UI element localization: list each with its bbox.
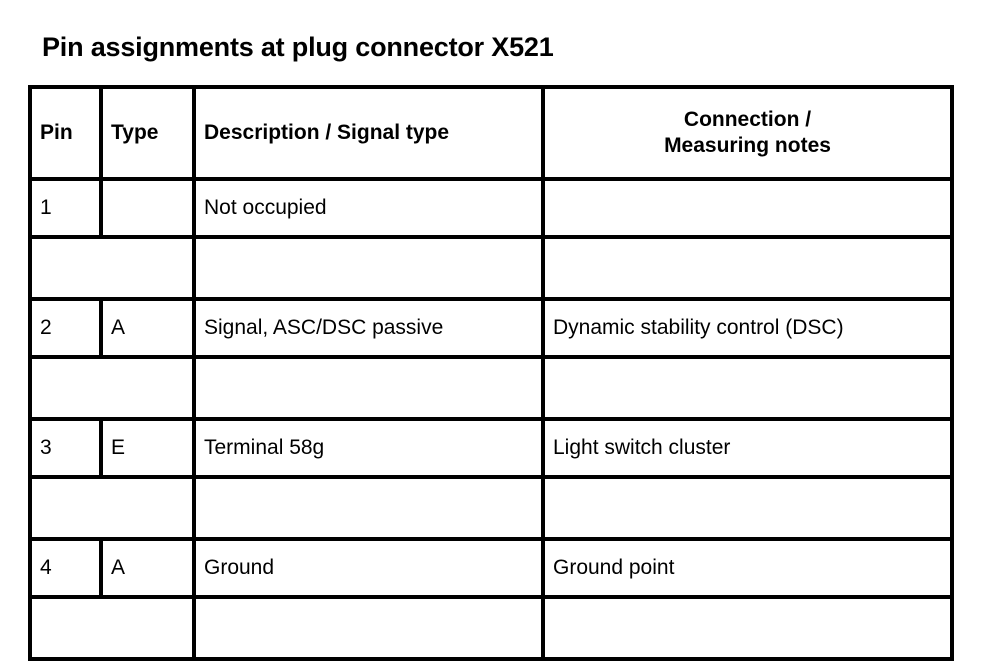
cell-description-value: Signal, ASC/DSC passive bbox=[204, 316, 444, 339]
cell-spacer-connection bbox=[541, 355, 954, 421]
cell-description-value: Ground bbox=[204, 556, 275, 579]
cell-connection-value: Dynamic stability control (DSC) bbox=[553, 316, 844, 339]
cell-spacer-connection bbox=[541, 475, 954, 541]
table-body: Pin Type Description / Signal type Conne… bbox=[28, 85, 954, 661]
cell-connection-value: Ground point bbox=[553, 556, 675, 579]
column-header-connection: Connection / Measuring notes bbox=[541, 85, 954, 181]
cell-spacer-connection bbox=[541, 595, 954, 661]
table-spacer-row bbox=[28, 355, 954, 421]
cell-type: A bbox=[99, 297, 196, 359]
cell-spacer-pin-type bbox=[28, 475, 196, 541]
cell-type: E bbox=[99, 417, 196, 479]
table-row: 1 Not occupied bbox=[28, 177, 954, 239]
column-header-pin-label: Pin bbox=[40, 121, 73, 144]
cell-pin-value: 4 bbox=[40, 556, 52, 579]
cell-spacer-description bbox=[192, 355, 545, 421]
cell-type-value: A bbox=[111, 316, 126, 339]
cell-spacer-description bbox=[192, 475, 545, 541]
table-spacer-row bbox=[28, 475, 954, 541]
column-header-description: Description / Signal type bbox=[192, 85, 545, 181]
cell-type-value: A bbox=[111, 556, 126, 579]
cell-description: Signal, ASC/DSC passive bbox=[192, 297, 545, 359]
cell-spacer-pin-type bbox=[28, 595, 196, 661]
cell-type: A bbox=[99, 537, 196, 599]
cell-spacer-pin-type bbox=[28, 355, 196, 421]
cell-connection bbox=[541, 177, 954, 239]
table-header-row: Pin Type Description / Signal type Conne… bbox=[28, 85, 954, 181]
table-row: 3 E Terminal 58g Light switch cluster bbox=[28, 417, 954, 479]
cell-description-value: Terminal 58g bbox=[204, 436, 325, 459]
cell-pin-value: 3 bbox=[40, 436, 52, 459]
cell-type bbox=[99, 177, 196, 239]
cell-spacer-description bbox=[192, 595, 545, 661]
column-header-description-label: Description / Signal type bbox=[204, 121, 450, 144]
cell-spacer-description bbox=[192, 235, 545, 301]
cell-pin-value: 2 bbox=[40, 316, 52, 339]
table-spacer-row bbox=[28, 595, 954, 661]
page-title: Pin assignments at plug connector X521 bbox=[42, 32, 554, 63]
cell-pin: 4 bbox=[28, 537, 103, 599]
cell-pin: 2 bbox=[28, 297, 103, 359]
cell-description-value: Not occupied bbox=[204, 196, 327, 219]
cell-description: Not occupied bbox=[192, 177, 545, 239]
cell-pin-value: 1 bbox=[40, 196, 52, 219]
cell-connection: Light switch cluster bbox=[541, 417, 954, 479]
cell-connection: Ground point bbox=[541, 537, 954, 599]
table-row: 4 A Ground Ground point bbox=[28, 537, 954, 599]
column-header-type: Type bbox=[99, 85, 196, 181]
pin-assignment-table-container: Pin Type Description / Signal type Conne… bbox=[28, 85, 954, 661]
cell-description: Terminal 58g bbox=[192, 417, 545, 479]
column-header-connection-label-line2: Measuring notes bbox=[664, 134, 831, 157]
cell-pin: 3 bbox=[28, 417, 103, 479]
table-row: 2 A Signal, ASC/DSC passive Dynamic stab… bbox=[28, 297, 954, 359]
cell-spacer-connection bbox=[541, 235, 954, 301]
column-header-pin: Pin bbox=[28, 85, 103, 181]
cell-spacer-pin-type bbox=[28, 235, 196, 301]
column-header-type-label: Type bbox=[111, 121, 159, 144]
cell-pin: 1 bbox=[28, 177, 103, 239]
table-spacer-row bbox=[28, 235, 954, 301]
cell-connection-value: Light switch cluster bbox=[553, 436, 731, 459]
cell-description: Ground bbox=[192, 537, 545, 599]
column-header-connection-label-line1: Connection / bbox=[683, 108, 812, 131]
cell-type-value: E bbox=[111, 436, 126, 459]
cell-connection: Dynamic stability control (DSC) bbox=[541, 297, 954, 359]
pin-assignment-table: Pin Type Description / Signal type Conne… bbox=[28, 85, 954, 661]
